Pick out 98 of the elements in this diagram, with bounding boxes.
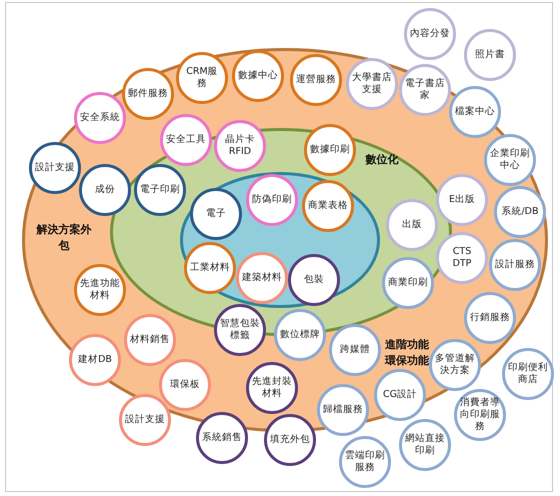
topic-label: 安全系統 — [80, 112, 120, 124]
topic-label: 電子 — [206, 208, 226, 220]
topic-circle — [290, 54, 342, 106]
topic-circle — [236, 252, 288, 304]
topic-circle — [134, 164, 186, 216]
topic-label: 建築材料 — [242, 272, 282, 284]
topic-circle — [404, 8, 456, 60]
topic-circle — [159, 359, 211, 411]
topic-label: 企業印刷中心 — [490, 148, 530, 172]
topic-label: 行銷服務 — [470, 312, 510, 324]
topic-label: 商業表格 — [308, 200, 348, 212]
topic-label: E出版 — [448, 194, 475, 206]
topic-circle — [436, 174, 488, 226]
topic-circle — [160, 114, 212, 166]
topic-label: 內容分發 — [410, 28, 450, 40]
topic-circle — [29, 142, 81, 194]
topic-circle — [184, 242, 236, 294]
topic-label: 包裝 — [304, 274, 324, 286]
topic-label: 數據中心 — [238, 70, 278, 82]
topic-circle — [232, 50, 284, 102]
topic-label: 系統/DB — [501, 206, 539, 218]
topic-label: 商業印刷 — [388, 277, 428, 289]
topic-label: 雲端印刷服務 — [345, 450, 385, 474]
topic-label: 跨媒體 — [340, 344, 370, 356]
topic-label: 安全工具 — [166, 134, 206, 146]
band-label: 環保功能 — [384, 353, 430, 369]
topic-label: 電子書店家 — [405, 78, 445, 102]
topic-circle — [464, 292, 516, 344]
topic-circle — [288, 254, 340, 306]
topic-circle — [449, 86, 501, 138]
topic-circle — [79, 164, 131, 216]
topic-label: 先進封裝材料 — [252, 376, 292, 400]
topic-circle — [386, 199, 438, 251]
topic-circle — [429, 339, 481, 391]
topic-label: 設計支援 — [35, 162, 75, 174]
topic-circle — [399, 64, 451, 116]
topic-label: 系統銷售 — [202, 432, 242, 444]
topic-label: 智慧包裝標籤 — [220, 318, 260, 342]
topic-label: 數據印刷 — [310, 144, 350, 156]
topic-label: 網站直接印刷 — [405, 433, 445, 457]
topic-circle — [264, 414, 316, 466]
topic-label: CG設計 — [383, 389, 417, 401]
topic-label: 工業材料 — [190, 262, 230, 274]
topic-circle — [464, 29, 516, 81]
topic-label: 運營服務 — [296, 74, 336, 86]
topic-circle — [399, 419, 451, 471]
topic-label: 設計支援 — [125, 414, 165, 426]
topic-label: 印刷便利商店 — [508, 362, 548, 386]
topic-label: CTS DTP — [452, 246, 472, 270]
topic-circle — [196, 412, 248, 464]
topic-label: 成份 — [95, 184, 115, 196]
topic-circle — [214, 304, 266, 356]
topic-circle — [69, 334, 121, 386]
topic-label: 設計服務 — [495, 259, 535, 271]
topic-circle — [246, 362, 298, 414]
topic-label: 材料銷售 — [130, 334, 170, 346]
topic-circle — [502, 348, 554, 400]
topic-label: 數位標牌 — [280, 329, 320, 341]
topic-circle — [302, 180, 354, 232]
topic-circle — [436, 232, 488, 284]
topic-label: 歸檔服務 — [323, 404, 363, 416]
topic-circle — [124, 314, 176, 366]
topic-label: 大學書店支援 — [352, 72, 392, 96]
topic-circle — [374, 369, 426, 421]
topic-circle — [489, 239, 541, 291]
topic-label: 先進功能材料 — [80, 278, 120, 302]
topic-label: 照片書 — [475, 49, 505, 61]
topic-circle — [484, 134, 536, 186]
topic-circle — [454, 389, 506, 441]
topic-circle — [382, 257, 434, 309]
topic-circle — [246, 174, 298, 226]
topic-circle — [74, 264, 126, 316]
band-label: 解決方案外包 — [35, 222, 92, 254]
band-label: 數位化 — [364, 152, 400, 168]
topic-label: 多管道解決方案 — [435, 353, 475, 377]
topic-label: 防偽印刷 — [252, 194, 292, 206]
topic-circle — [329, 324, 381, 376]
topic-label: 建材DB — [78, 354, 112, 366]
topic-circle — [74, 92, 126, 144]
band-label: 進階功能 — [384, 337, 430, 353]
topic-circle — [122, 68, 174, 120]
topic-label: 晶片卡RFID — [224, 134, 256, 158]
topic-label: CRM服務 — [185, 66, 219, 90]
topic-circle — [119, 394, 171, 446]
topic-circle — [339, 436, 391, 488]
topic-label: 出版 — [402, 219, 422, 231]
topic-circle — [190, 188, 242, 240]
topic-label: 郵件服務 — [128, 88, 168, 100]
topic-circle — [274, 309, 326, 361]
topic-label: 電子印刷 — [140, 184, 180, 196]
topic-circle — [494, 186, 546, 238]
topic-circle — [346, 58, 398, 110]
topic-label: 環保板 — [170, 379, 200, 391]
topic-circle — [176, 52, 228, 104]
topic-label: 消費者導向印刷服務 — [460, 397, 500, 433]
topic-label: 填充外包 — [270, 434, 310, 446]
topic-label: 檔案中心 — [455, 106, 495, 118]
ring-band — [180, 172, 380, 308]
